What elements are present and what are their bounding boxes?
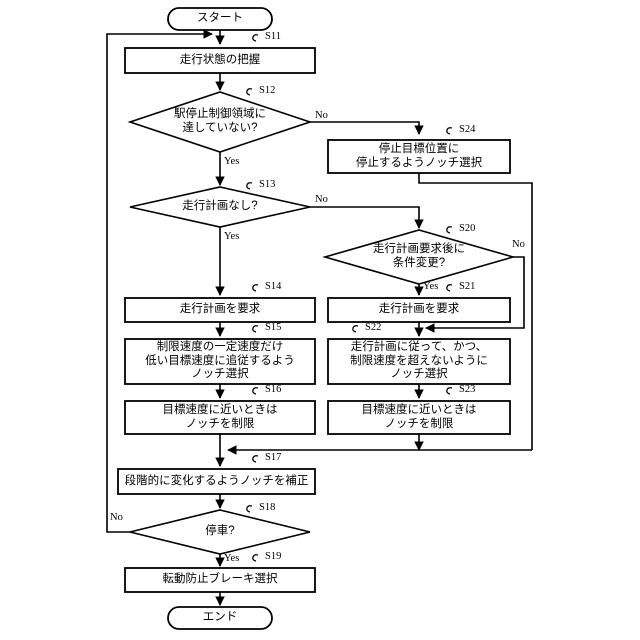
node-S12-shape [127, 91, 313, 153]
step-hook-S23 [446, 387, 453, 395]
node-start-shape [167, 7, 273, 31]
step-hook-S13 [246, 182, 253, 190]
step-label-S17: S17 [265, 452, 282, 463]
step-label-S16: S16 [265, 384, 282, 395]
step-hook-S16 [252, 387, 259, 395]
step-label-S20: S20 [459, 223, 476, 234]
step-hook-S18 [246, 505, 253, 513]
node-S11-shape [124, 47, 316, 74]
step-label-S19: S19 [265, 551, 282, 562]
step-label-S18: S18 [259, 502, 276, 513]
step-hook-S11 [252, 34, 259, 42]
step-label-S15: S15 [265, 322, 282, 333]
node-S23-shape [327, 400, 511, 435]
branch-label-S13-no: No [315, 194, 328, 205]
step-hook-S20 [446, 226, 453, 234]
branch-label-S20-no: No [512, 239, 525, 250]
step-label-S24: S24 [459, 124, 476, 135]
step-hook-S19 [252, 554, 259, 562]
step-hook-S14 [252, 284, 259, 292]
node-S17-shape [117, 468, 316, 495]
step-label-S14: S14 [265, 281, 282, 292]
branch-label-S13-yes: Yes [224, 231, 240, 242]
step-hook-S24 [446, 127, 453, 135]
branch-label-S12-yes: Yes [224, 156, 240, 167]
step-label-S21: S21 [459, 281, 476, 292]
branch-label-S12-no: No [315, 110, 328, 121]
step-hook-S15 [252, 325, 259, 333]
step-hook-S22 [352, 325, 359, 333]
step-hook-S12 [246, 88, 253, 96]
node-end-shape [167, 606, 273, 630]
node-S13-shape [129, 186, 311, 228]
step-label-S11: S11 [265, 31, 281, 42]
node-S22-shape [327, 338, 511, 385]
step-label-S23: S23 [459, 384, 476, 395]
branch-label-S20-yes: Yes [423, 281, 439, 292]
node-S15-shape [124, 338, 316, 385]
step-label-S13: S13 [259, 179, 276, 190]
branch-label-S18-yes: Yes [224, 553, 240, 564]
step-hook-S17 [252, 455, 259, 463]
step-label-S22: S22 [365, 322, 382, 333]
node-S19-shape [124, 567, 316, 593]
node-S21-shape [327, 297, 511, 323]
branch-label-S18-no: No [110, 512, 123, 523]
node-S18-shape [129, 509, 311, 555]
node-S20-shape [322, 229, 516, 285]
node-S24-shape [327, 139, 511, 174]
step-label-S12: S12 [259, 85, 276, 96]
node-S14-shape [124, 297, 316, 323]
step-hook-S21 [446, 284, 453, 292]
node-S16-shape [124, 400, 316, 435]
